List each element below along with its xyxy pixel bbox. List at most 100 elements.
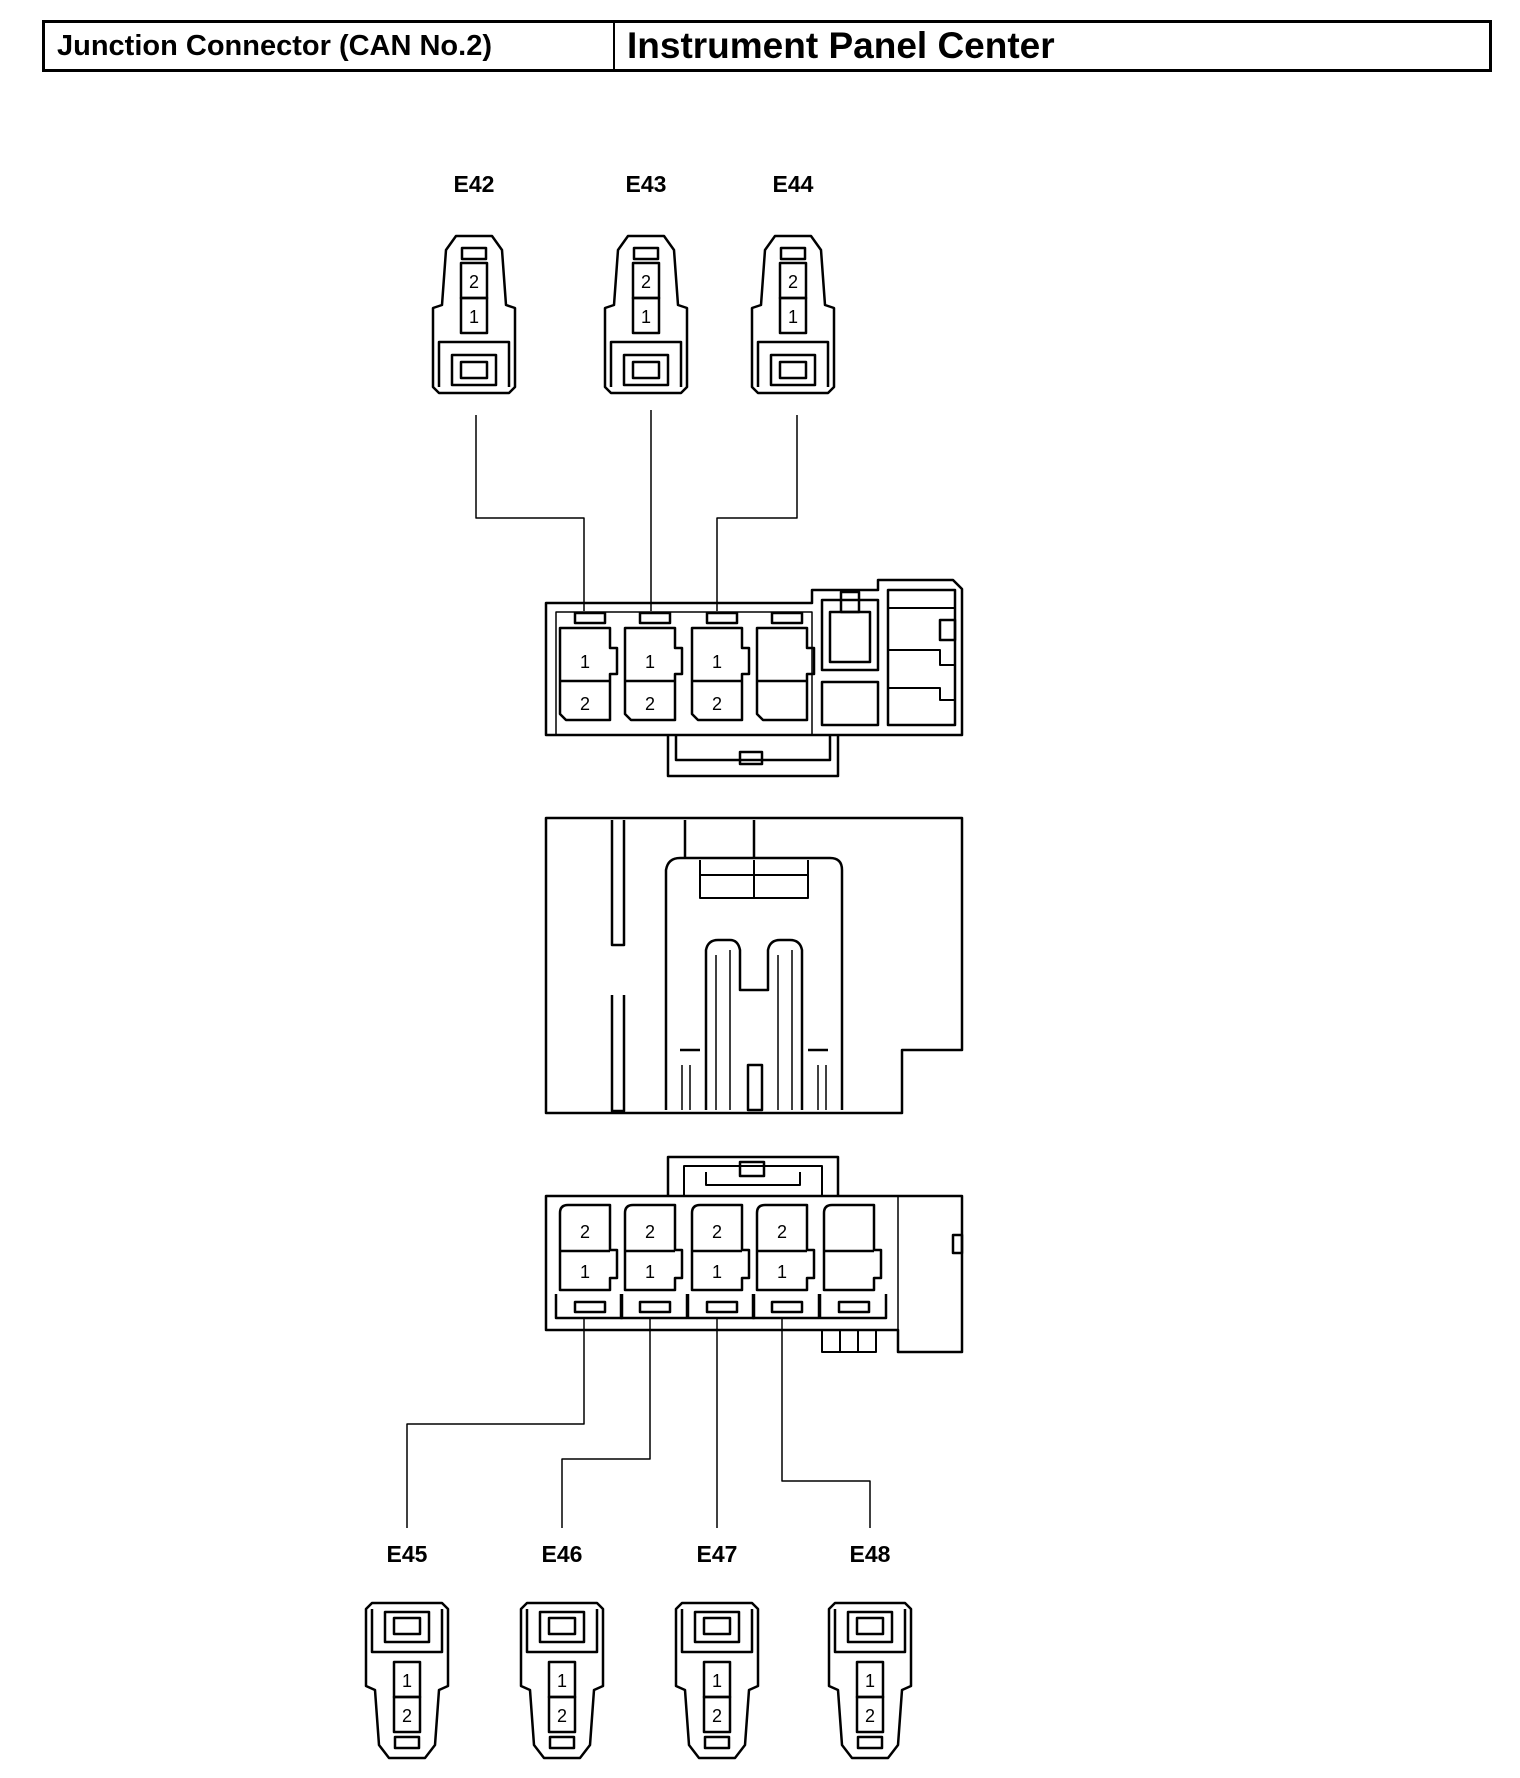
pin-number: 1 xyxy=(777,1262,787,1282)
latch-outline xyxy=(437,340,511,387)
pin-cavity xyxy=(547,1695,577,1734)
lock-window xyxy=(828,610,872,664)
lock-finger xyxy=(704,938,804,1110)
lock-housing xyxy=(820,598,880,672)
leader-e42 xyxy=(475,415,585,611)
pin-number: 2 xyxy=(557,1706,567,1726)
pin-cavity xyxy=(702,1695,732,1734)
latch-outline xyxy=(609,340,683,387)
bottom-leader-lines xyxy=(406,1318,871,1528)
housing-outline xyxy=(544,578,964,737)
pin-cavity xyxy=(778,296,808,335)
latch-window xyxy=(383,1610,431,1644)
detent-ribs xyxy=(681,1065,827,1110)
latch-tab xyxy=(855,1616,885,1636)
side-block-ribs xyxy=(888,607,955,701)
pin-number: 2 xyxy=(469,272,479,292)
pin-number: 2 xyxy=(580,694,590,714)
pin-number: 2 xyxy=(645,694,655,714)
pin-number: 2 xyxy=(645,1222,655,1242)
latch-outline xyxy=(680,1609,754,1654)
plug-e45: E45 1 2 xyxy=(364,1541,450,1760)
lock-inner xyxy=(683,1165,823,1196)
connector-label: E45 xyxy=(387,1541,428,1567)
lock-slot xyxy=(460,246,488,261)
pin-number: 2 xyxy=(712,694,722,714)
latch-outline xyxy=(833,1609,907,1654)
cavity-1: 1 2 xyxy=(558,611,619,722)
latch-tab xyxy=(392,1616,422,1636)
connector-label: E46 xyxy=(542,1541,583,1567)
cavity-b3: 2 1 xyxy=(686,1203,756,1320)
plug-e43: E43 2 1 xyxy=(603,171,689,395)
lock-inner xyxy=(674,735,832,762)
latch-outline xyxy=(370,1609,444,1654)
blank-cavity xyxy=(820,680,880,727)
lock-slot xyxy=(779,246,807,261)
center-key xyxy=(746,1063,764,1112)
lock-base xyxy=(666,735,840,778)
lock-slot xyxy=(548,1735,576,1750)
lock-arm-stem xyxy=(683,820,756,858)
latch-tab xyxy=(547,1616,577,1636)
finger-ribs xyxy=(715,950,793,1110)
plug-e42: E42 2 1 xyxy=(431,171,517,395)
pin-number: 2 xyxy=(580,1222,590,1242)
inner-wall xyxy=(555,611,813,735)
pin-number: 2 xyxy=(402,1706,412,1726)
side-groove-lower xyxy=(610,995,626,1113)
plug-body xyxy=(827,1601,913,1760)
cavity-4 xyxy=(755,611,816,722)
location-name: Instrument Panel Center xyxy=(627,25,1055,66)
plug-body xyxy=(750,234,836,395)
plug-body xyxy=(674,1601,760,1760)
side-block xyxy=(886,588,957,727)
latch-tab xyxy=(631,360,661,380)
bottom-tab xyxy=(821,1330,877,1353)
leader-e45 xyxy=(406,1318,585,1528)
plug-body xyxy=(519,1601,605,1760)
pin-cavity xyxy=(459,296,489,335)
plug-e46: E46 1 2 xyxy=(519,1541,605,1760)
connector-label: E42 xyxy=(454,171,495,197)
latch-tab xyxy=(459,360,489,380)
pin-cavity xyxy=(855,1695,885,1734)
pin-number: 2 xyxy=(865,1706,875,1726)
latch-outline xyxy=(525,1609,599,1654)
leader-e44 xyxy=(716,415,798,611)
pin-number: 2 xyxy=(788,272,798,292)
pin-number: 2 xyxy=(712,1706,722,1726)
connector-label: E47 xyxy=(697,1541,738,1567)
pin-number: 1 xyxy=(645,1262,655,1282)
plug-e47: E47 1 2 xyxy=(674,1541,760,1760)
lock-tab xyxy=(738,750,764,766)
pin-cavity xyxy=(392,1695,422,1734)
title-bar: Junction Connector (CAN No.2) Instrument… xyxy=(42,20,1492,72)
pin-number: 1 xyxy=(557,1671,567,1691)
latch-window xyxy=(846,1610,894,1644)
side-notch xyxy=(938,618,957,642)
housing-outline xyxy=(544,1194,964,1354)
latch-tab xyxy=(778,360,808,380)
lock-slot xyxy=(703,1735,731,1750)
pin-number: 1 xyxy=(645,652,655,672)
lock-base xyxy=(666,1155,840,1196)
cavity-2: 1 2 xyxy=(623,611,684,722)
pin-number: 1 xyxy=(712,1262,722,1282)
latch-tab xyxy=(702,1616,732,1636)
cavity-b5 xyxy=(818,1203,888,1320)
latch-window xyxy=(769,353,817,387)
cavity-b2: 2 1 xyxy=(619,1203,689,1320)
connector-label: E43 xyxy=(626,171,667,197)
pin-cavity xyxy=(631,296,661,335)
lock-slot xyxy=(856,1735,884,1750)
side-groove-upper xyxy=(610,820,626,947)
top-leader-lines xyxy=(475,410,798,611)
connector-label: E48 xyxy=(850,1541,891,1567)
lock-arm-head xyxy=(699,860,809,899)
cavity-3: 1 2 xyxy=(690,611,751,722)
pin-number: 1 xyxy=(402,1671,412,1691)
plug-body xyxy=(431,234,517,395)
lock-slot xyxy=(393,1735,421,1750)
